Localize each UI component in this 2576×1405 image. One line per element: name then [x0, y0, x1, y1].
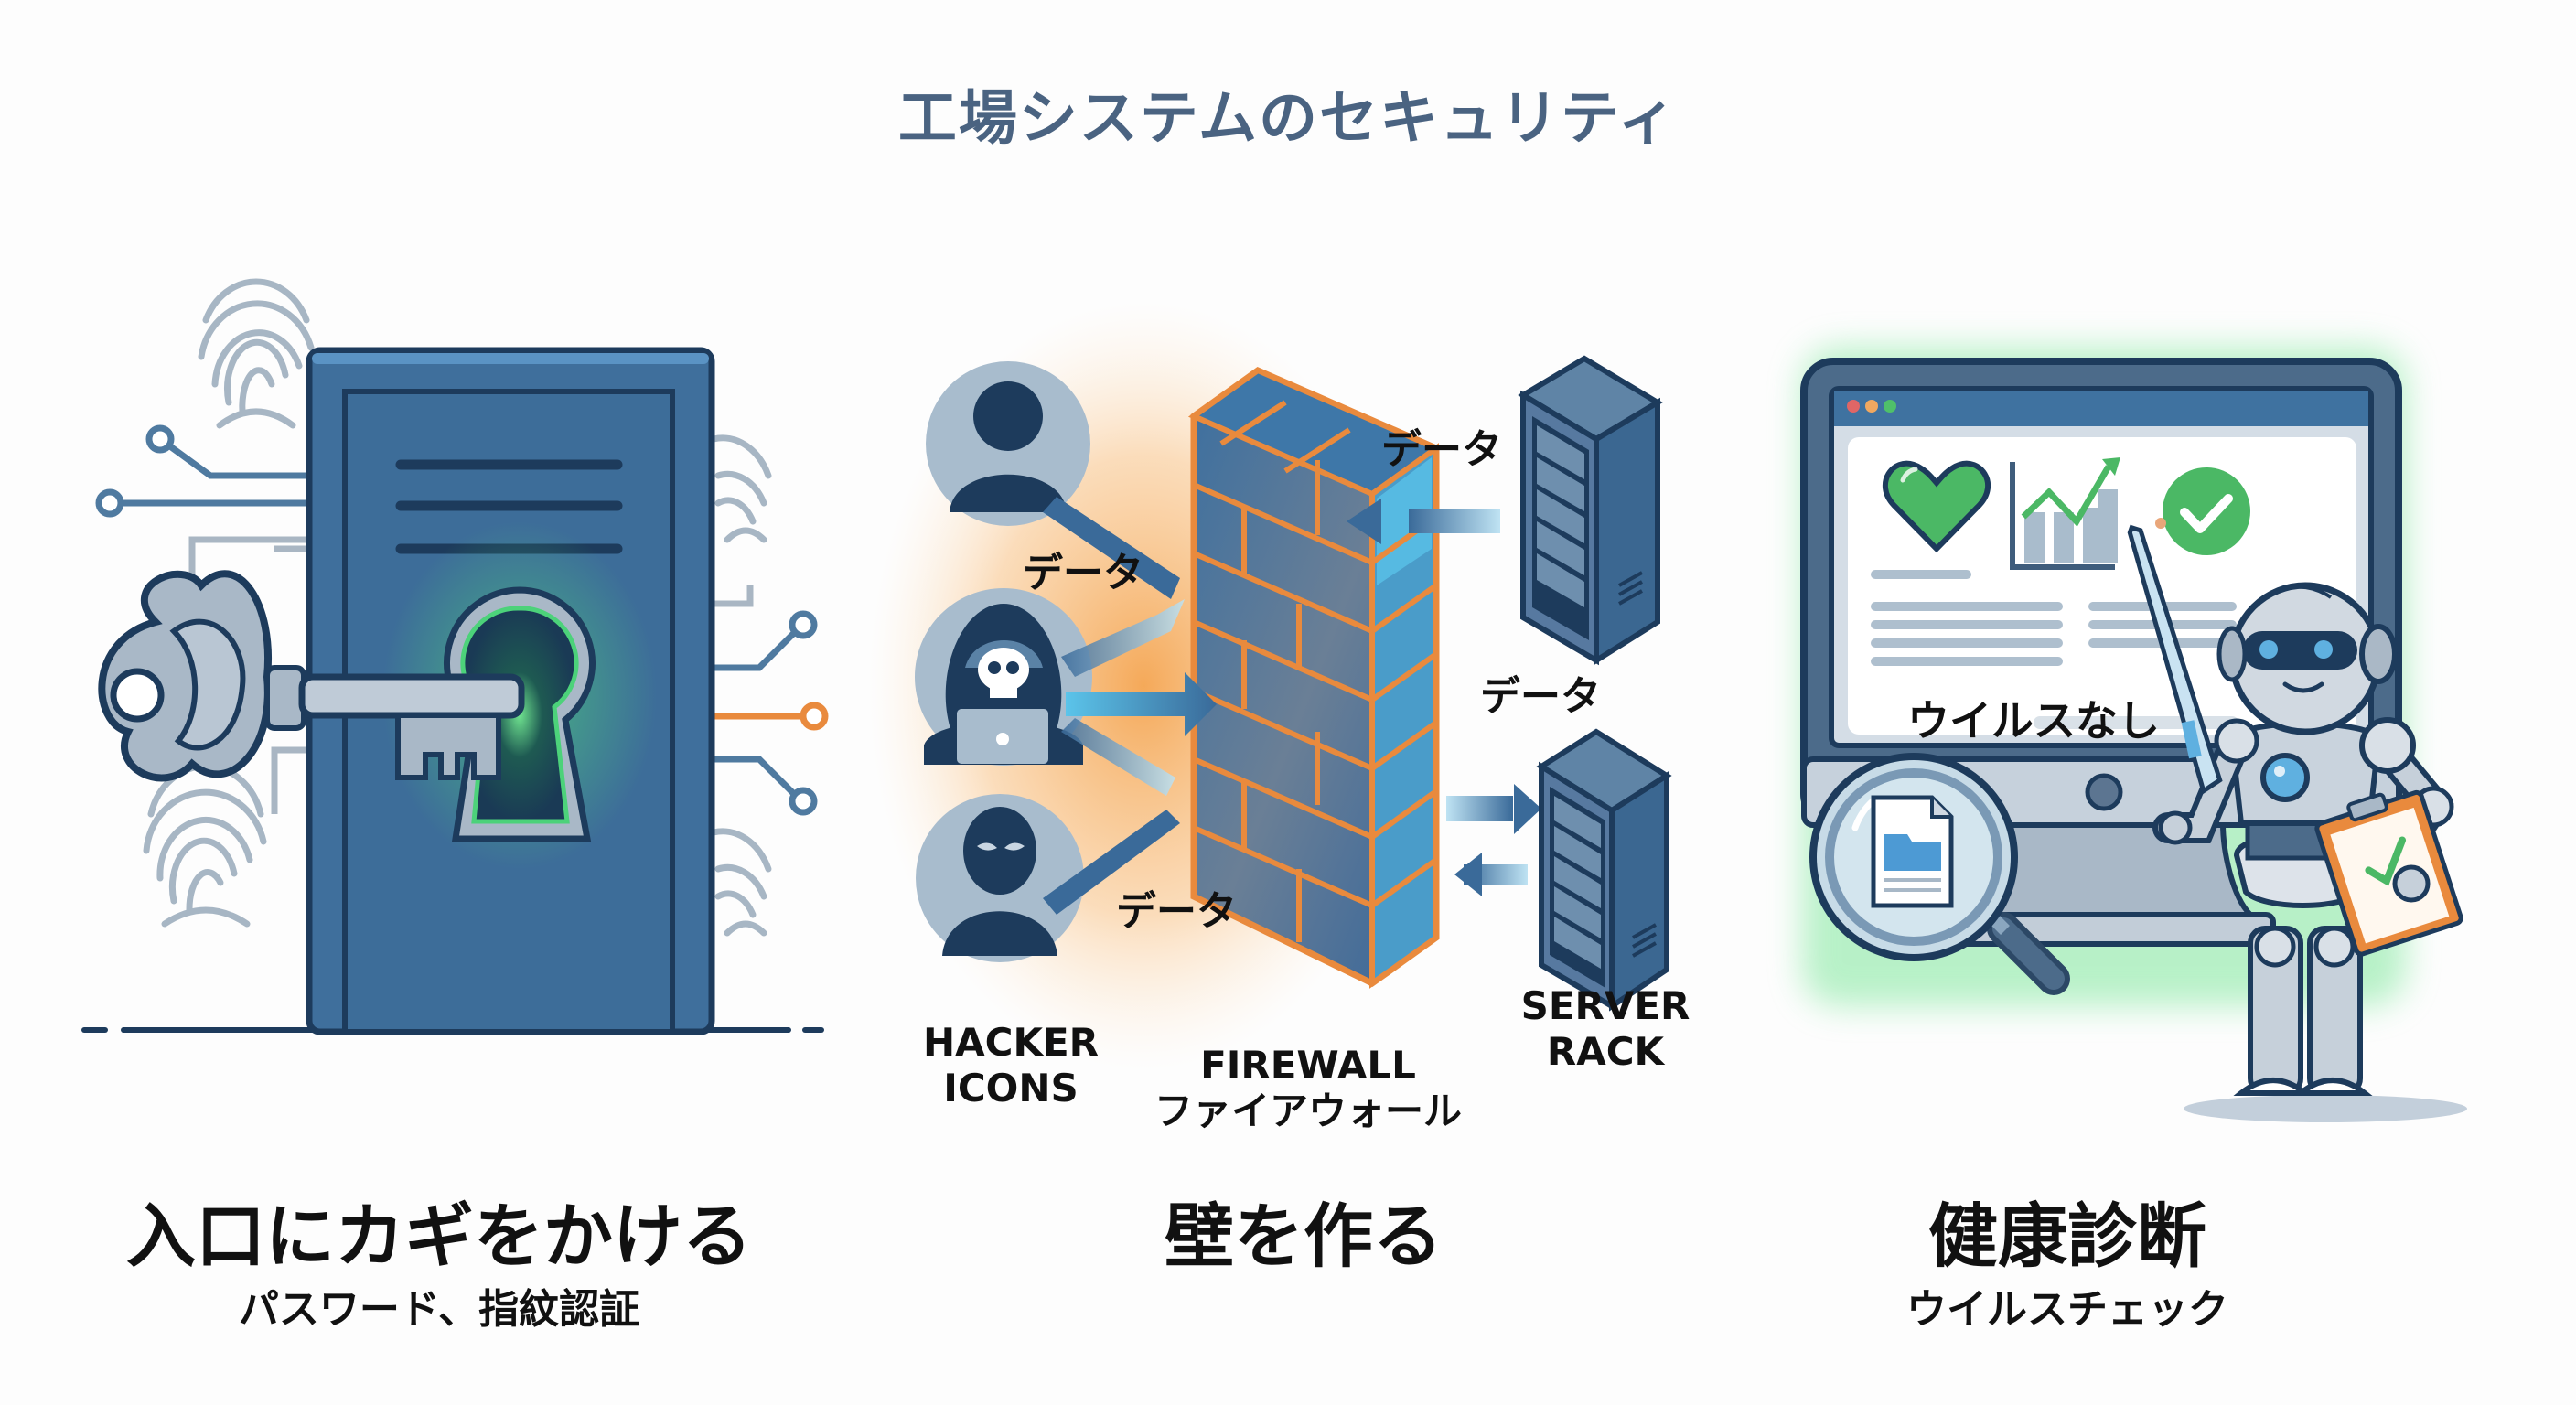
heart-icon — [1882, 460, 1991, 553]
data-label: データ — [1116, 888, 1237, 935]
panel-lock: 入口にカギをかける パスワード、指紋認証 — [0, 0, 869, 1405]
data-label: データ — [1480, 673, 1601, 720]
server-rack-icon — [1536, 728, 1672, 1012]
robot-icon — [2152, 582, 2467, 1122]
lock-subheading: パスワード、指紋認証 — [238, 1286, 640, 1333]
chart-up-icon — [2010, 457, 2120, 570]
skull-hacker-icon — [915, 588, 1092, 766]
key-icon — [98, 570, 525, 782]
firewall-heading: 壁を作る — [1165, 1196, 1443, 1277]
window-minimize-dot — [1865, 400, 1878, 413]
check-circle-icon — [2163, 467, 2250, 555]
lock-heading: 入口にカギをかける — [126, 1196, 752, 1277]
data-label: データ — [1023, 550, 1143, 596]
health-heading: 健康診断 — [1928, 1196, 2206, 1277]
fingerprint-icon — [143, 278, 772, 937]
health-illustration — [1800, 348, 2467, 1122]
server-rack-icon — [1518, 355, 1663, 666]
arrow-icon — [1043, 497, 1541, 915]
data-label: データ — [1381, 426, 1502, 473]
panel-health: ウイルスなし 健康診断 ウイルスチェック — [1738, 0, 2576, 1405]
page-title: 工場システムのセキュリティ — [897, 85, 1679, 153]
circuit-trace-icon — [95, 424, 829, 816]
health-subheading: ウイルスチェック — [1906, 1286, 2228, 1333]
panel-firewall: データ データ データ データ HACKER ICONS FIREWALL ファ… — [869, 0, 1738, 1405]
server-rack-caption: SERVER RACK — [1520, 983, 1690, 1074]
clipboard-check-icon — [2314, 789, 2463, 957]
window-close-dot — [1847, 400, 1860, 413]
firewall-caption: FIREWALL ファイアウォール — [1154, 1043, 1462, 1133]
document-icon — [1871, 795, 1954, 908]
lock-illustration — [81, 278, 829, 1035]
firewall-illustration — [869, 302, 1672, 1070]
thermometer-icon — [2127, 518, 2223, 845]
user-silhouette-icon — [926, 361, 1090, 526]
hacker-icons-caption: HACKER ICONS — [922, 1020, 1100, 1110]
window-maximize-dot — [1884, 400, 1896, 413]
screen-status-text: ウイルスなし — [1907, 696, 2160, 745]
masked-hacker-icon — [916, 794, 1084, 962]
